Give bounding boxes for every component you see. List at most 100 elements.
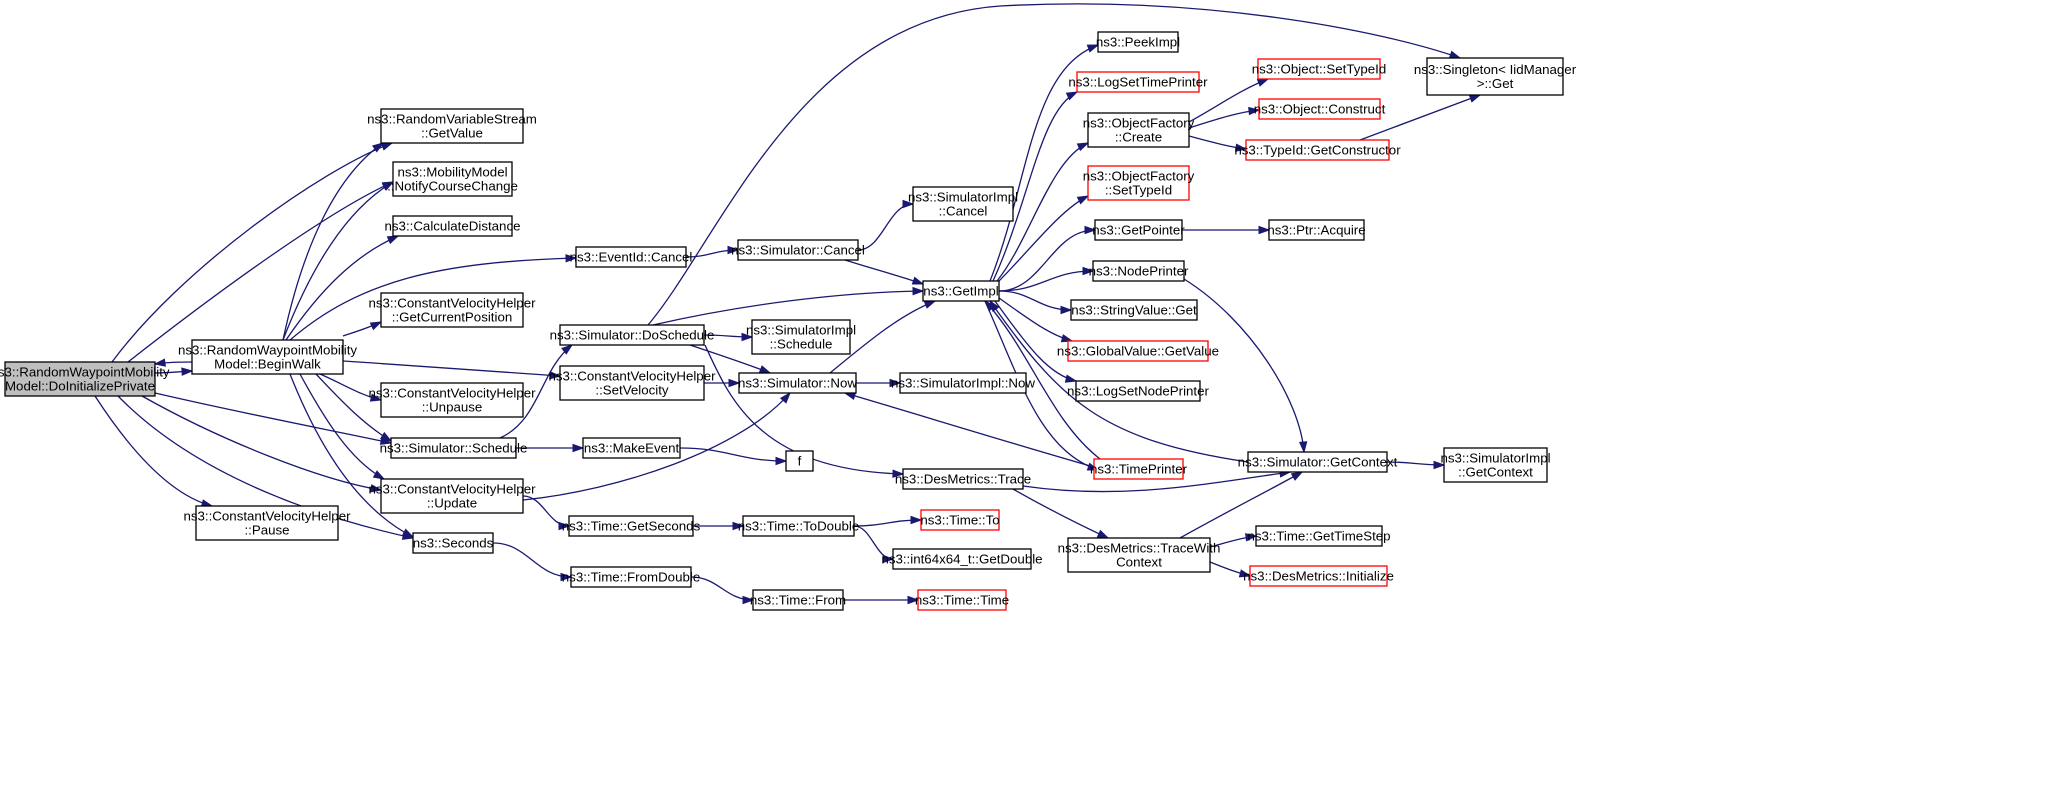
node-label: ns3::Time::Time bbox=[915, 593, 1009, 608]
arrowhead-icon bbox=[379, 431, 393, 442]
edge-sim_schedule-to-makeevent bbox=[516, 443, 585, 453]
node-root[interactable]: ns3::RandomWaypointMobilityModel::DoInit… bbox=[0, 361, 170, 397]
edge-getimpl-to-objfactory_create bbox=[996, 142, 1090, 282]
arrowhead-icon bbox=[1258, 225, 1271, 235]
node-label: ::GetValue bbox=[421, 126, 483, 141]
node-simimpl-now[interactable]: ns3::SimulatorImpl::Now bbox=[891, 372, 1035, 394]
node-sim-cancel[interactable]: ns3::Simulator::Cancel bbox=[731, 239, 865, 261]
node-time-getseconds[interactable]: ns3::Time::GetSeconds bbox=[562, 515, 701, 537]
node-box bbox=[892, 548, 1032, 570]
arrowhead-icon bbox=[369, 484, 383, 493]
node-rvs-getvalue[interactable]: ns3::RandomVariableStream::GetValue bbox=[367, 108, 537, 144]
node-sim-now[interactable]: ns3::Simulator::Now bbox=[738, 372, 857, 394]
edge-beginwalk-to-rvs_getvalue bbox=[282, 142, 385, 341]
node-time-time[interactable]: ns3::Time::Time bbox=[915, 589, 1009, 611]
node-cvh-getpos[interactable]: ns3::ConstantVelocityHelper::GetCurrentP… bbox=[368, 292, 536, 328]
edge-line bbox=[111, 142, 393, 363]
edge-root-to-mm_notify bbox=[127, 181, 395, 363]
arrowhead-icon bbox=[902, 199, 915, 209]
node-label: ns3::Time::To bbox=[920, 513, 999, 528]
node-box bbox=[380, 382, 524, 418]
node-makeevent[interactable]: ns3::MakeEvent bbox=[582, 437, 681, 459]
edge-objfactory_create-to-typeid_getconstructor bbox=[1188, 135, 1248, 152]
edge-beginwalk-to-eventid_cancel bbox=[289, 254, 578, 341]
edge-root-to-rvs_getvalue bbox=[111, 142, 394, 363]
node-mm-notify[interactable]: ns3::MobilityModel::NotifyCourseChange bbox=[387, 161, 518, 197]
node-f[interactable]: f bbox=[785, 450, 814, 472]
node-sim-schedule[interactable]: ns3::Simulator::Schedule bbox=[380, 437, 528, 459]
node-objfactory-settypeid[interactable]: ns3::ObjectFactory::SetTypeId bbox=[1083, 165, 1195, 201]
node-box bbox=[1094, 219, 1183, 241]
node-getpointer[interactable]: ns3::GetPointer bbox=[1092, 219, 1185, 241]
edge-line bbox=[141, 395, 382, 491]
edge-line bbox=[289, 373, 414, 538]
node-typeid-getconstructor[interactable]: ns3::TypeId::GetConstructor bbox=[1234, 139, 1401, 161]
node-globalvalue-getvalue[interactable]: ns3::GlobalValue::GetValue bbox=[1057, 340, 1219, 362]
node-box bbox=[412, 532, 494, 554]
call-nodes: ns3::RandomWaypointMobilityModel::DoInit… bbox=[0, 31, 1577, 611]
node-cvh-pause[interactable]: ns3::ConstantVelocityHelper::Pause bbox=[183, 505, 351, 541]
node-objfactory-create[interactable]: ns3::ObjectFactory::Create bbox=[1083, 112, 1195, 148]
node-box bbox=[380, 478, 524, 514]
node-peekimpl[interactable]: ns3::PeekImpl bbox=[1096, 31, 1180, 53]
arrowhead-icon bbox=[892, 469, 905, 478]
node-nodeprinter[interactable]: ns3::NodePrinter bbox=[1089, 260, 1189, 282]
node-singleton-get[interactable]: ns3::Singleton< IidManager>::Get bbox=[1414, 57, 1577, 96]
node-simimpl-getcontext[interactable]: ns3::SimulatorImpl::GetContext bbox=[1440, 447, 1551, 483]
arrowhead-icon bbox=[1235, 143, 1248, 152]
node-beginwalk[interactable]: ns3::RandomWaypointMobilityModel::BeginW… bbox=[178, 339, 357, 375]
node-timeprinter[interactable]: ns3::TimePrinter bbox=[1090, 458, 1188, 480]
node-eventid-cancel[interactable]: ns3::EventId::Cancel bbox=[570, 246, 693, 268]
node-time-fromdouble[interactable]: ns3::Time::FromDouble bbox=[562, 566, 700, 588]
node-logsetnodeprinter[interactable]: ns3::LogSetNodePrinter bbox=[1067, 380, 1210, 402]
edge-beginwalk-to-cvh_unpause bbox=[319, 373, 383, 402]
edge-beginwalk-to-cvh_setvel bbox=[342, 360, 562, 380]
arrowhead-icon bbox=[727, 245, 740, 255]
node-label: ns3::GetImpl bbox=[923, 284, 998, 299]
node-stringvalue-get[interactable]: ns3::StringValue::Get bbox=[1070, 299, 1198, 321]
node-label: ::SetVelocity bbox=[595, 383, 669, 398]
node-label: ns3::GetPointer bbox=[1092, 223, 1185, 238]
edge-line bbox=[989, 44, 1099, 282]
node-time-gettimestep[interactable]: ns3::Time::GetTimeStep bbox=[1247, 525, 1391, 547]
node-object-settypeid[interactable]: ns3::Object::SetTypeId bbox=[1252, 58, 1387, 80]
node-simimpl-cancel[interactable]: ns3::SimulatorImpl::Cancel bbox=[908, 186, 1018, 222]
node-cvh-setvel[interactable]: ns3::ConstantVelocityHelper::SetVelocity bbox=[548, 365, 716, 401]
arrowhead-icon bbox=[381, 181, 395, 191]
edge-line bbox=[989, 300, 1249, 463]
node-logsettimeprinter[interactable]: ns3::LogSetTimePrinter bbox=[1068, 71, 1208, 93]
node-ptr-acquire[interactable]: ns3::Ptr::Acquire bbox=[1267, 219, 1366, 241]
node-box bbox=[575, 246, 687, 268]
edge-time_todouble-to-int64_getdouble bbox=[853, 525, 895, 564]
edge-beginwalk-to-mm_notify bbox=[282, 181, 395, 341]
edge-sim_cancel-to-getimpl bbox=[844, 259, 925, 285]
node-simimpl-schedule[interactable]: ns3::SimulatorImpl::Schedule bbox=[746, 319, 856, 355]
node-sim-doschedule[interactable]: ns3::Simulator::DoSchedule bbox=[550, 324, 715, 346]
node-object-construct[interactable]: ns3::Object::Construct bbox=[1254, 98, 1386, 120]
node-label: ::Schedule bbox=[770, 337, 833, 352]
edge-desmetrics_tracewithcontext-to-sim_getcontext bbox=[1179, 471, 1304, 539]
node-calcdist[interactable]: ns3::CalculateDistance bbox=[385, 215, 521, 237]
node-seconds[interactable]: ns3::Seconds bbox=[412, 532, 494, 554]
node-getimpl[interactable]: ns3::GetImpl bbox=[922, 280, 1000, 302]
edge-line bbox=[647, 3, 1461, 326]
node-sim-getcontext[interactable]: ns3::Simulator::GetContext bbox=[1238, 451, 1398, 473]
node-box bbox=[559, 324, 705, 346]
node-time-todouble[interactable]: ns3::Time::ToDouble bbox=[738, 515, 859, 537]
arrowhead-icon bbox=[910, 515, 923, 525]
arrowhead-icon bbox=[565, 254, 578, 263]
node-desmetrics-trace[interactable]: ns3::DesMetrics::Trace bbox=[895, 468, 1031, 490]
arrowhead-icon bbox=[1299, 441, 1308, 454]
node-desmetrics-initialize[interactable]: ns3::DesMetrics::Initialize bbox=[1243, 565, 1394, 587]
node-cvh-unpause[interactable]: ns3::ConstantVelocityHelper::Unpause bbox=[368, 382, 536, 418]
node-time-to[interactable]: ns3::Time::To bbox=[920, 509, 1000, 531]
node-box bbox=[899, 372, 1027, 394]
node-label: ns3::RandomVariableStream bbox=[367, 112, 537, 127]
node-box bbox=[751, 319, 851, 355]
node-int64-getdouble[interactable]: ns3::int64x64_t::GetDouble bbox=[881, 548, 1043, 570]
node-time-from[interactable]: ns3::Time::From bbox=[750, 589, 846, 611]
edge-line bbox=[282, 181, 394, 341]
node-cvh-update[interactable]: ns3::ConstantVelocityHelper::Update bbox=[368, 478, 536, 514]
node-label: ns3::LogSetTimePrinter bbox=[1068, 75, 1208, 90]
